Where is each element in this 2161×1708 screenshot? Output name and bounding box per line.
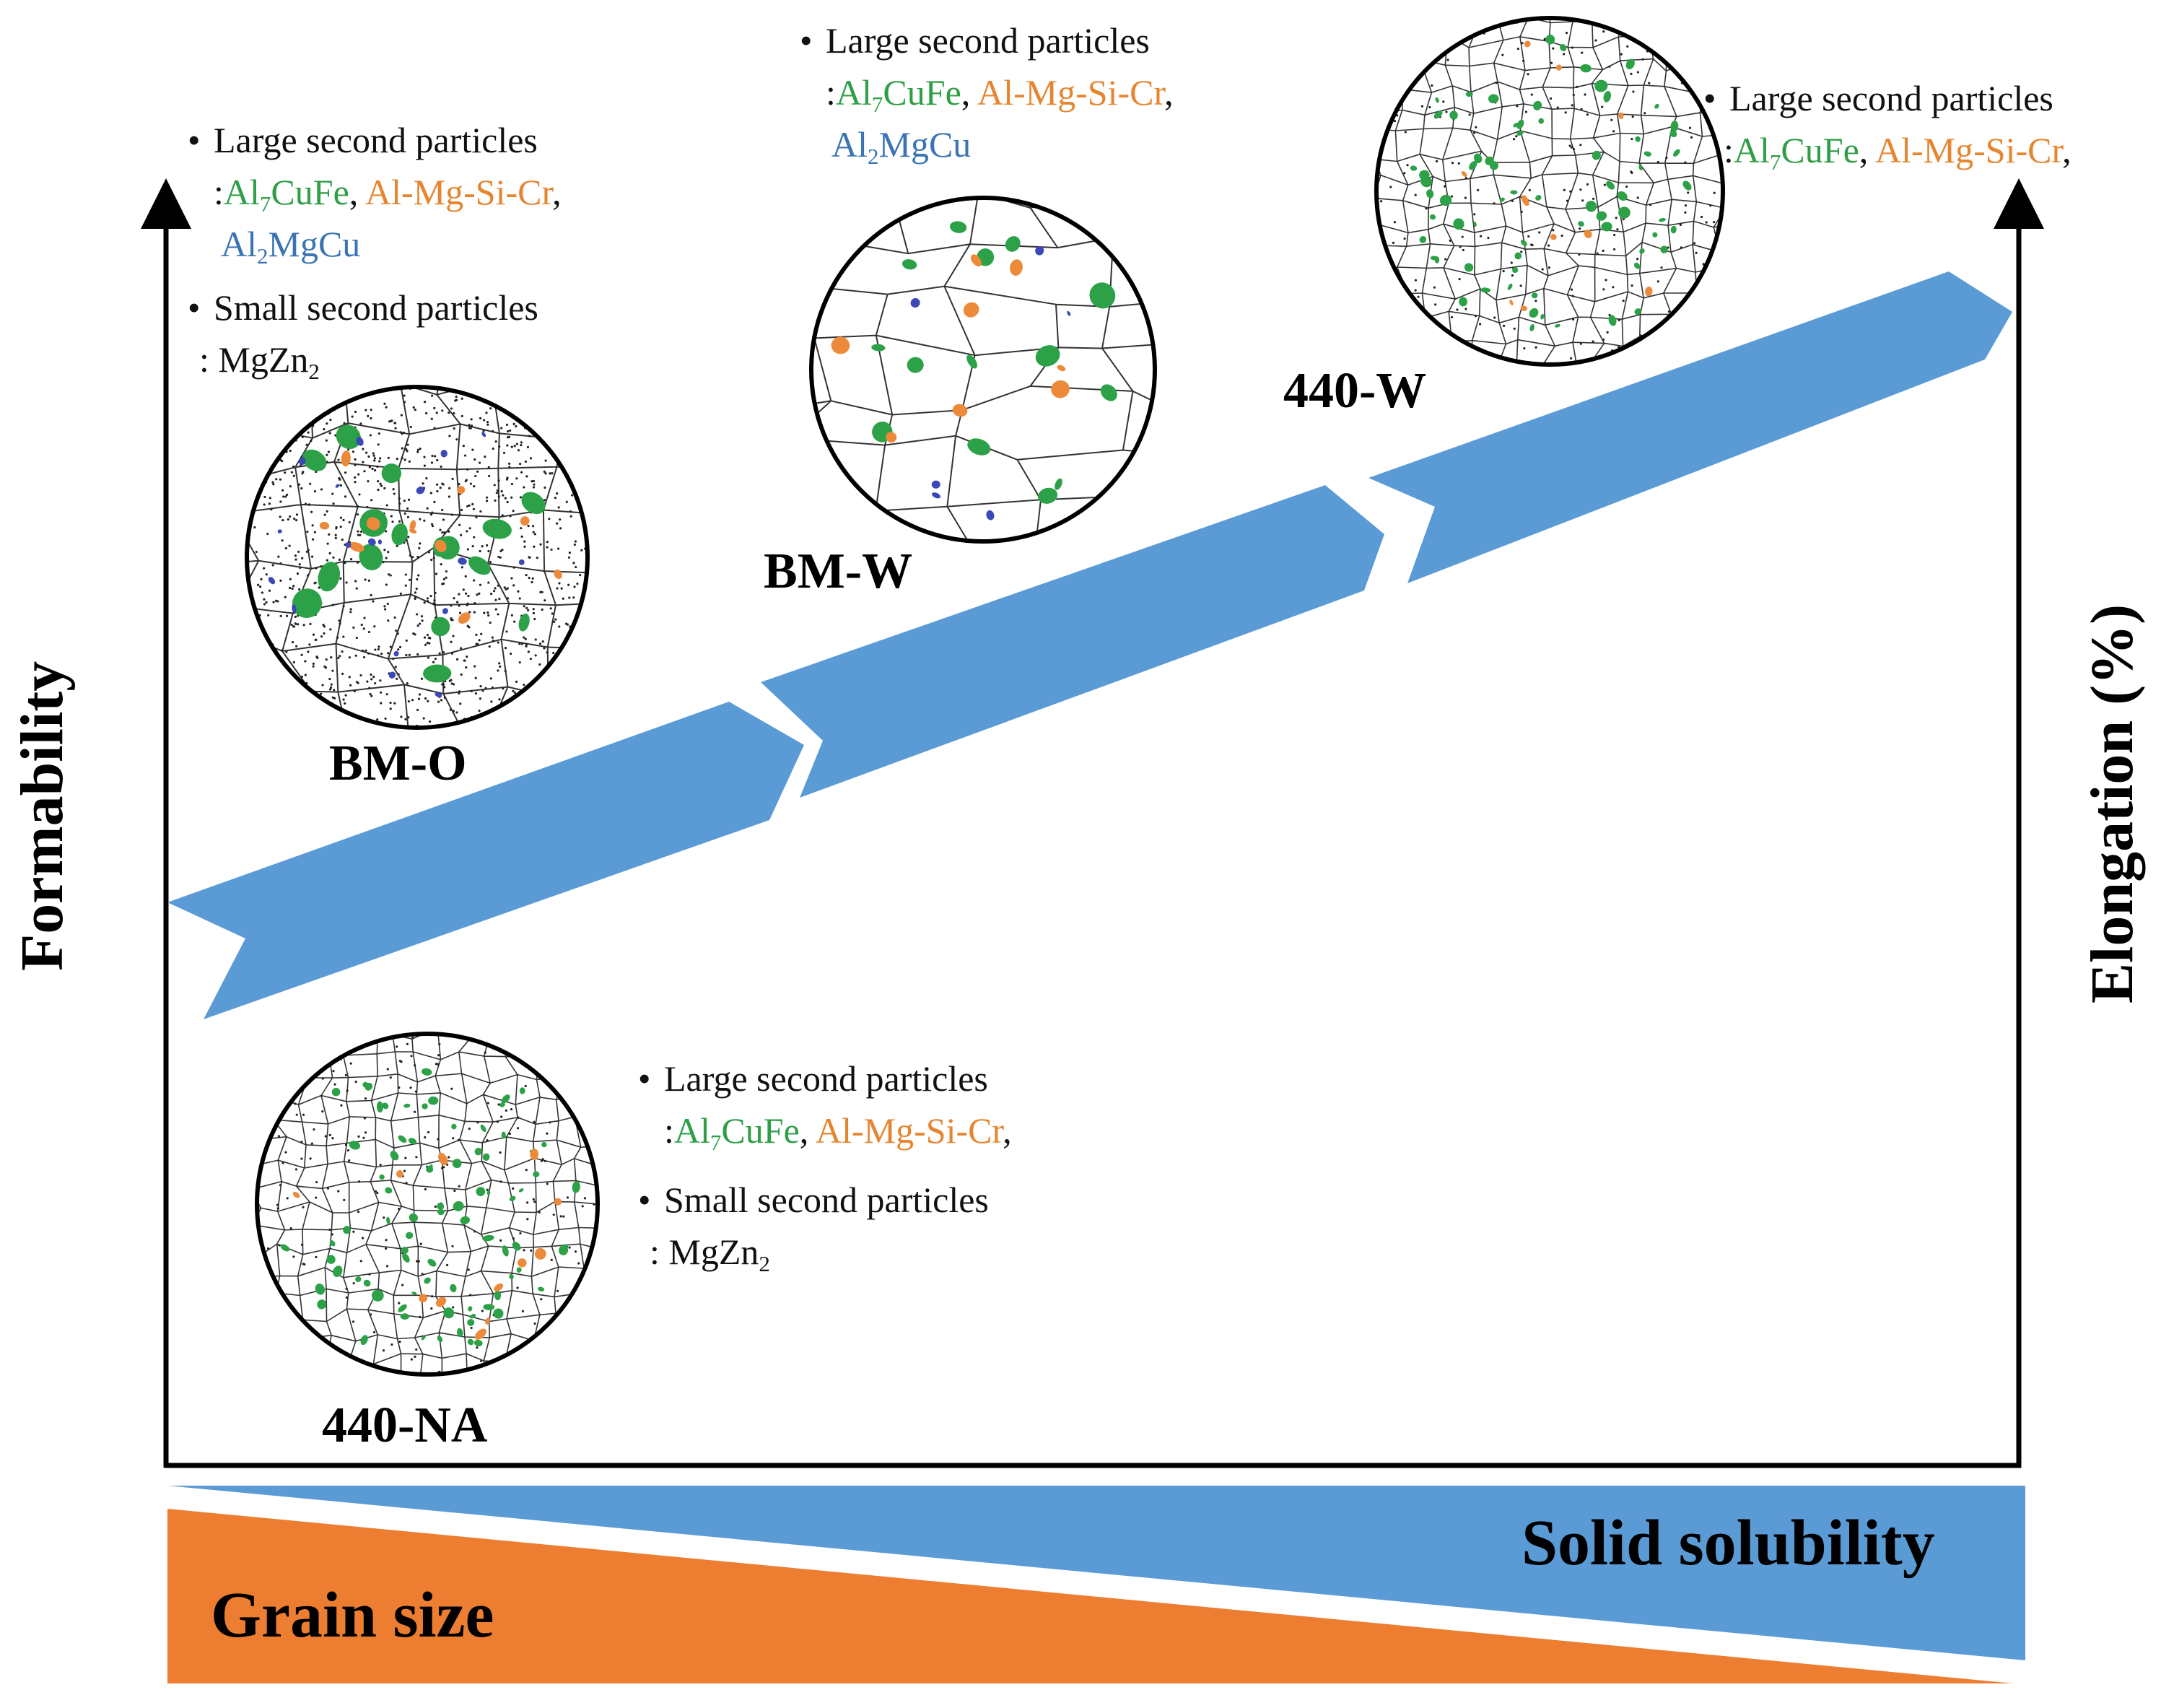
grain-size-label: Grain size [211, 1580, 494, 1651]
stage-label-440-w: 440-W [1283, 363, 1427, 419]
large-title: Large second particles [664, 1058, 988, 1099]
micrograph-440-w [1374, 16, 1725, 367]
arrow-segment-3 [1368, 271, 2012, 583]
micrograph-bm-o [245, 385, 590, 730]
small-title: Small second particles [664, 1180, 989, 1220]
phase-mgzn2: MgZn2 [218, 339, 320, 384]
grain-size-wedge [167, 1509, 2014, 1683]
progress-arrow [167, 271, 2012, 1019]
note-bm-w: •Large second particles :Al7CuFe, Al-Mg-… [800, 20, 1174, 169]
small-title: Small second particles [214, 287, 538, 328]
stage-label-bm-w: BM-W [764, 544, 913, 599]
phase-al7cufe: Al7CuFe [1733, 130, 1859, 175]
phase-almgsicr: Al-Mg-Si-Cr [1875, 130, 2063, 170]
phase-al7cufe: Al7CuFe [835, 72, 961, 117]
phase-mgzn2: MgZn2 [668, 1232, 770, 1276]
phase-al7cufe: Al7CuFe [223, 172, 349, 217]
stage-label-bm-o: BM-O [329, 736, 467, 791]
phase-al2mgcu: Al2MgCu [831, 124, 972, 169]
phase-almgsicr: Al-Mg-Si-Cr [977, 72, 1165, 113]
solid-solubility-wedge [167, 1486, 2025, 1660]
solid-solubility-label: Solid solubility [1522, 1507, 1935, 1579]
arrow-segment-2 [761, 485, 1384, 798]
arrow-segment-1 [167, 702, 804, 1019]
large-title: Large second particles [214, 120, 538, 160]
note-440-na: •Large second particles :Al7CuFe, Al-Mg-… [638, 1058, 1012, 1276]
large-title: Large second particles [826, 20, 1150, 61]
note-bm-o: •Large second particles :Al7CuFe, Al-Mg-… [188, 120, 562, 384]
phase-al2mgcu: Al2MgCu [221, 224, 361, 269]
stage-label-440-na: 440-NA [322, 1398, 488, 1453]
phase-almgsicr: Al-Mg-Si-Cr [365, 172, 553, 212]
micrograph-440-na [255, 1032, 600, 1377]
large-title: Large second particles [1729, 78, 2053, 118]
micrograph-bm-w [809, 196, 1157, 544]
left-axis-label: Formability [9, 661, 76, 971]
phase-almgsicr: Al-Mg-Si-Cr [816, 1110, 1003, 1151]
note-440-w: •Large second particles :Al7CuFe, Al-Mg-… [1703, 78, 2071, 175]
phase-al7cufe: Al7CuFe [673, 1110, 800, 1155]
right-axis-label: Elongation (%) [2079, 604, 2146, 1003]
